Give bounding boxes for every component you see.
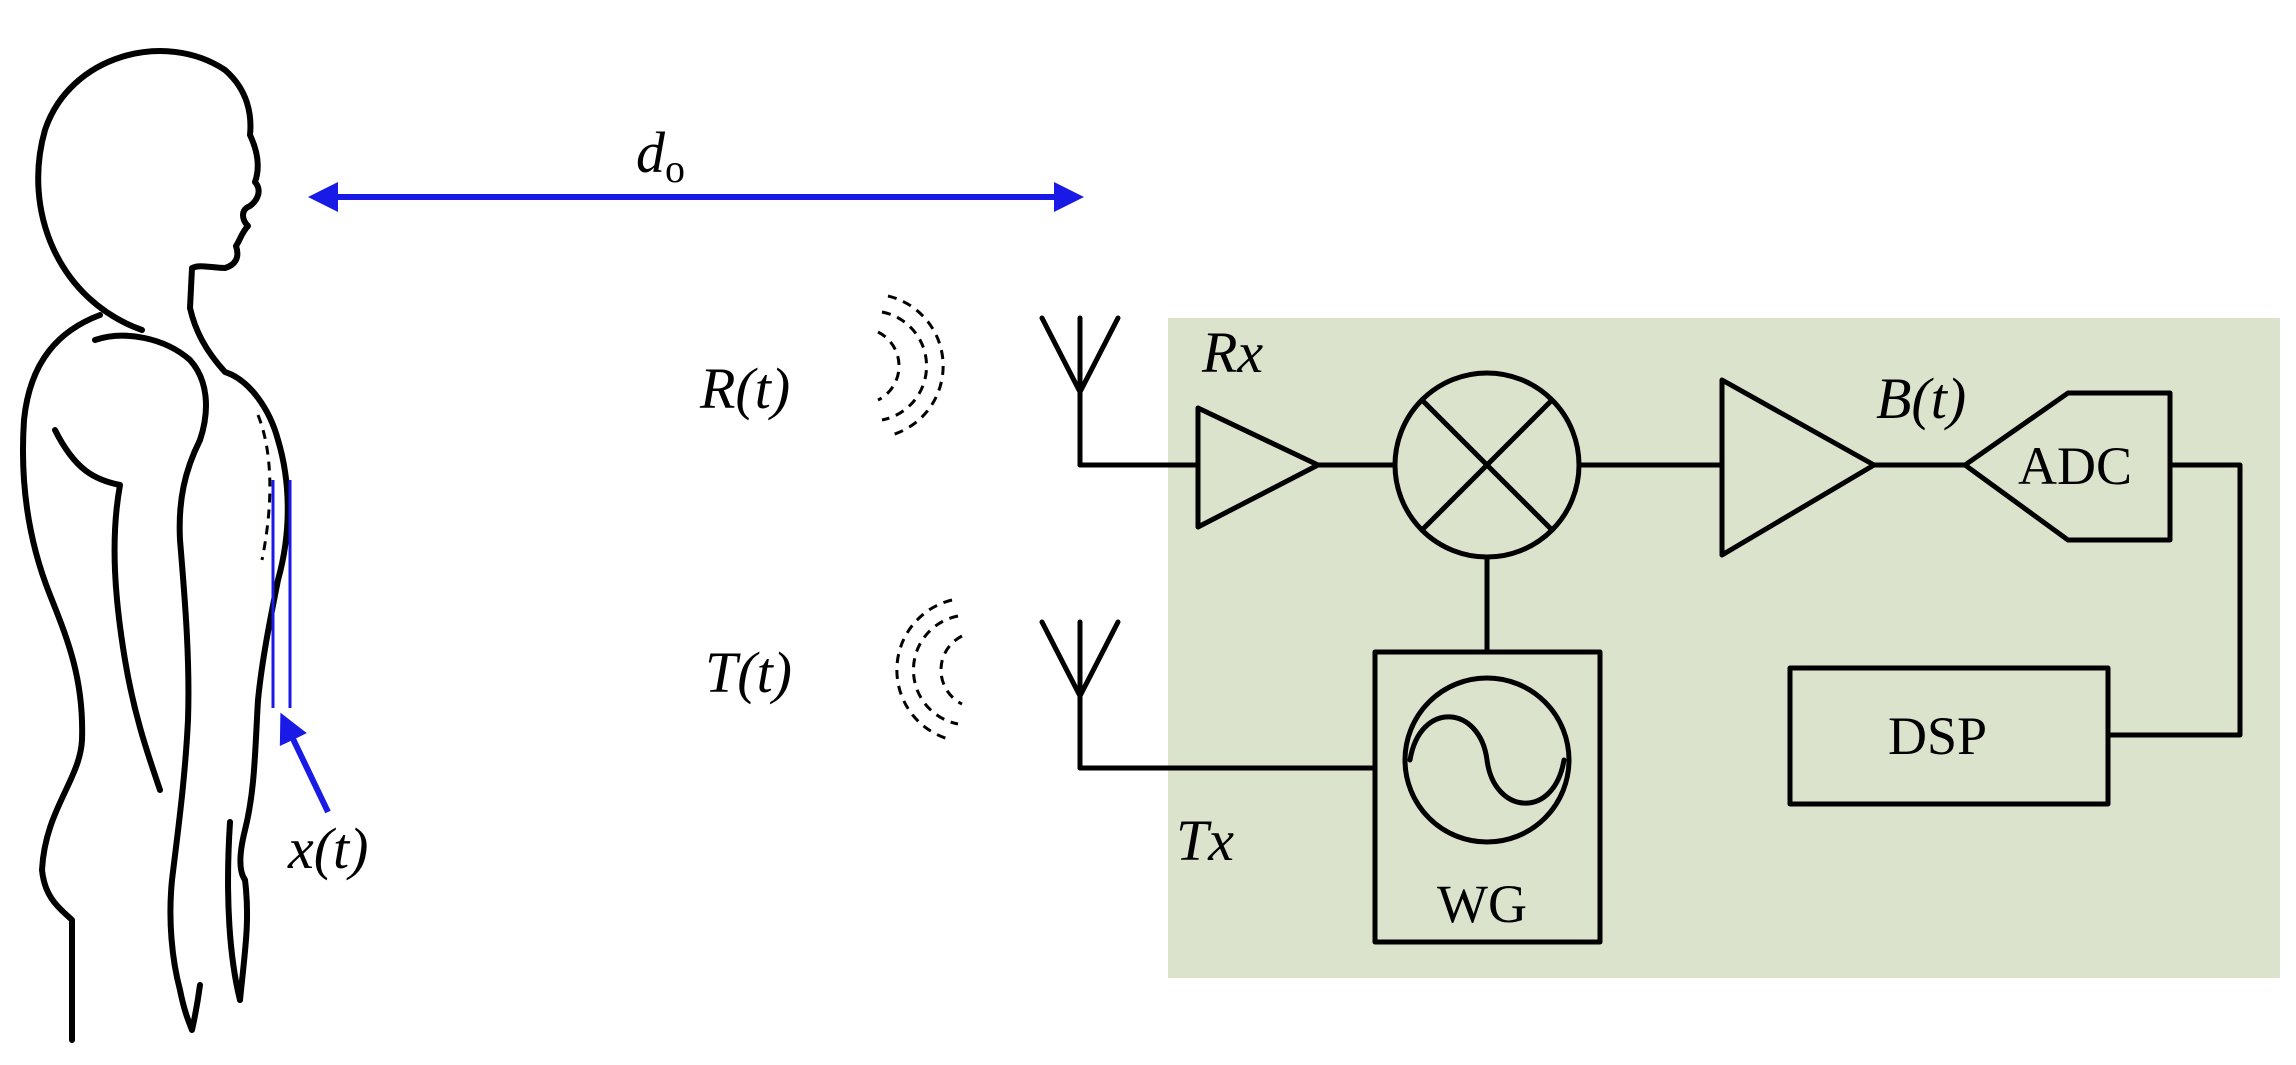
wg-block [1372, 649, 1603, 945]
wg-label: WG [1437, 874, 1527, 934]
rx-label: Rx [1201, 320, 1263, 385]
received-waves-icon [877, 294, 945, 438]
lna-amplifier-icon [1195, 405, 1321, 530]
if-amplifier-icon [1719, 377, 1877, 558]
transmitted-waves-icon [895, 598, 963, 742]
baseband-label: B(t) [1876, 366, 1966, 431]
received-signal-label: R(t) [699, 356, 790, 421]
distance-subscript: o [665, 146, 685, 191]
adc-label: ADC [2018, 436, 2132, 496]
displacement-label: x(t) [287, 816, 369, 881]
wire-adc-to-dsp [2105, 462, 2243, 738]
human-silhouette-icon [20, 48, 291, 1043]
rx-antenna-icon [1039, 315, 1121, 468]
dsp-label: DSP [1888, 706, 1987, 766]
sine-oscillator-icon [1402, 675, 1572, 845]
transmitted-signal-label: T(t) [705, 640, 792, 705]
displacement-arrow [279, 712, 331, 814]
distance-label: do [636, 120, 685, 191]
tx-antenna-icon [1039, 619, 1121, 771]
tx-label: Tx [1176, 808, 1234, 873]
dsp-block [1787, 665, 2111, 807]
distance-symbol: d [636, 120, 666, 185]
